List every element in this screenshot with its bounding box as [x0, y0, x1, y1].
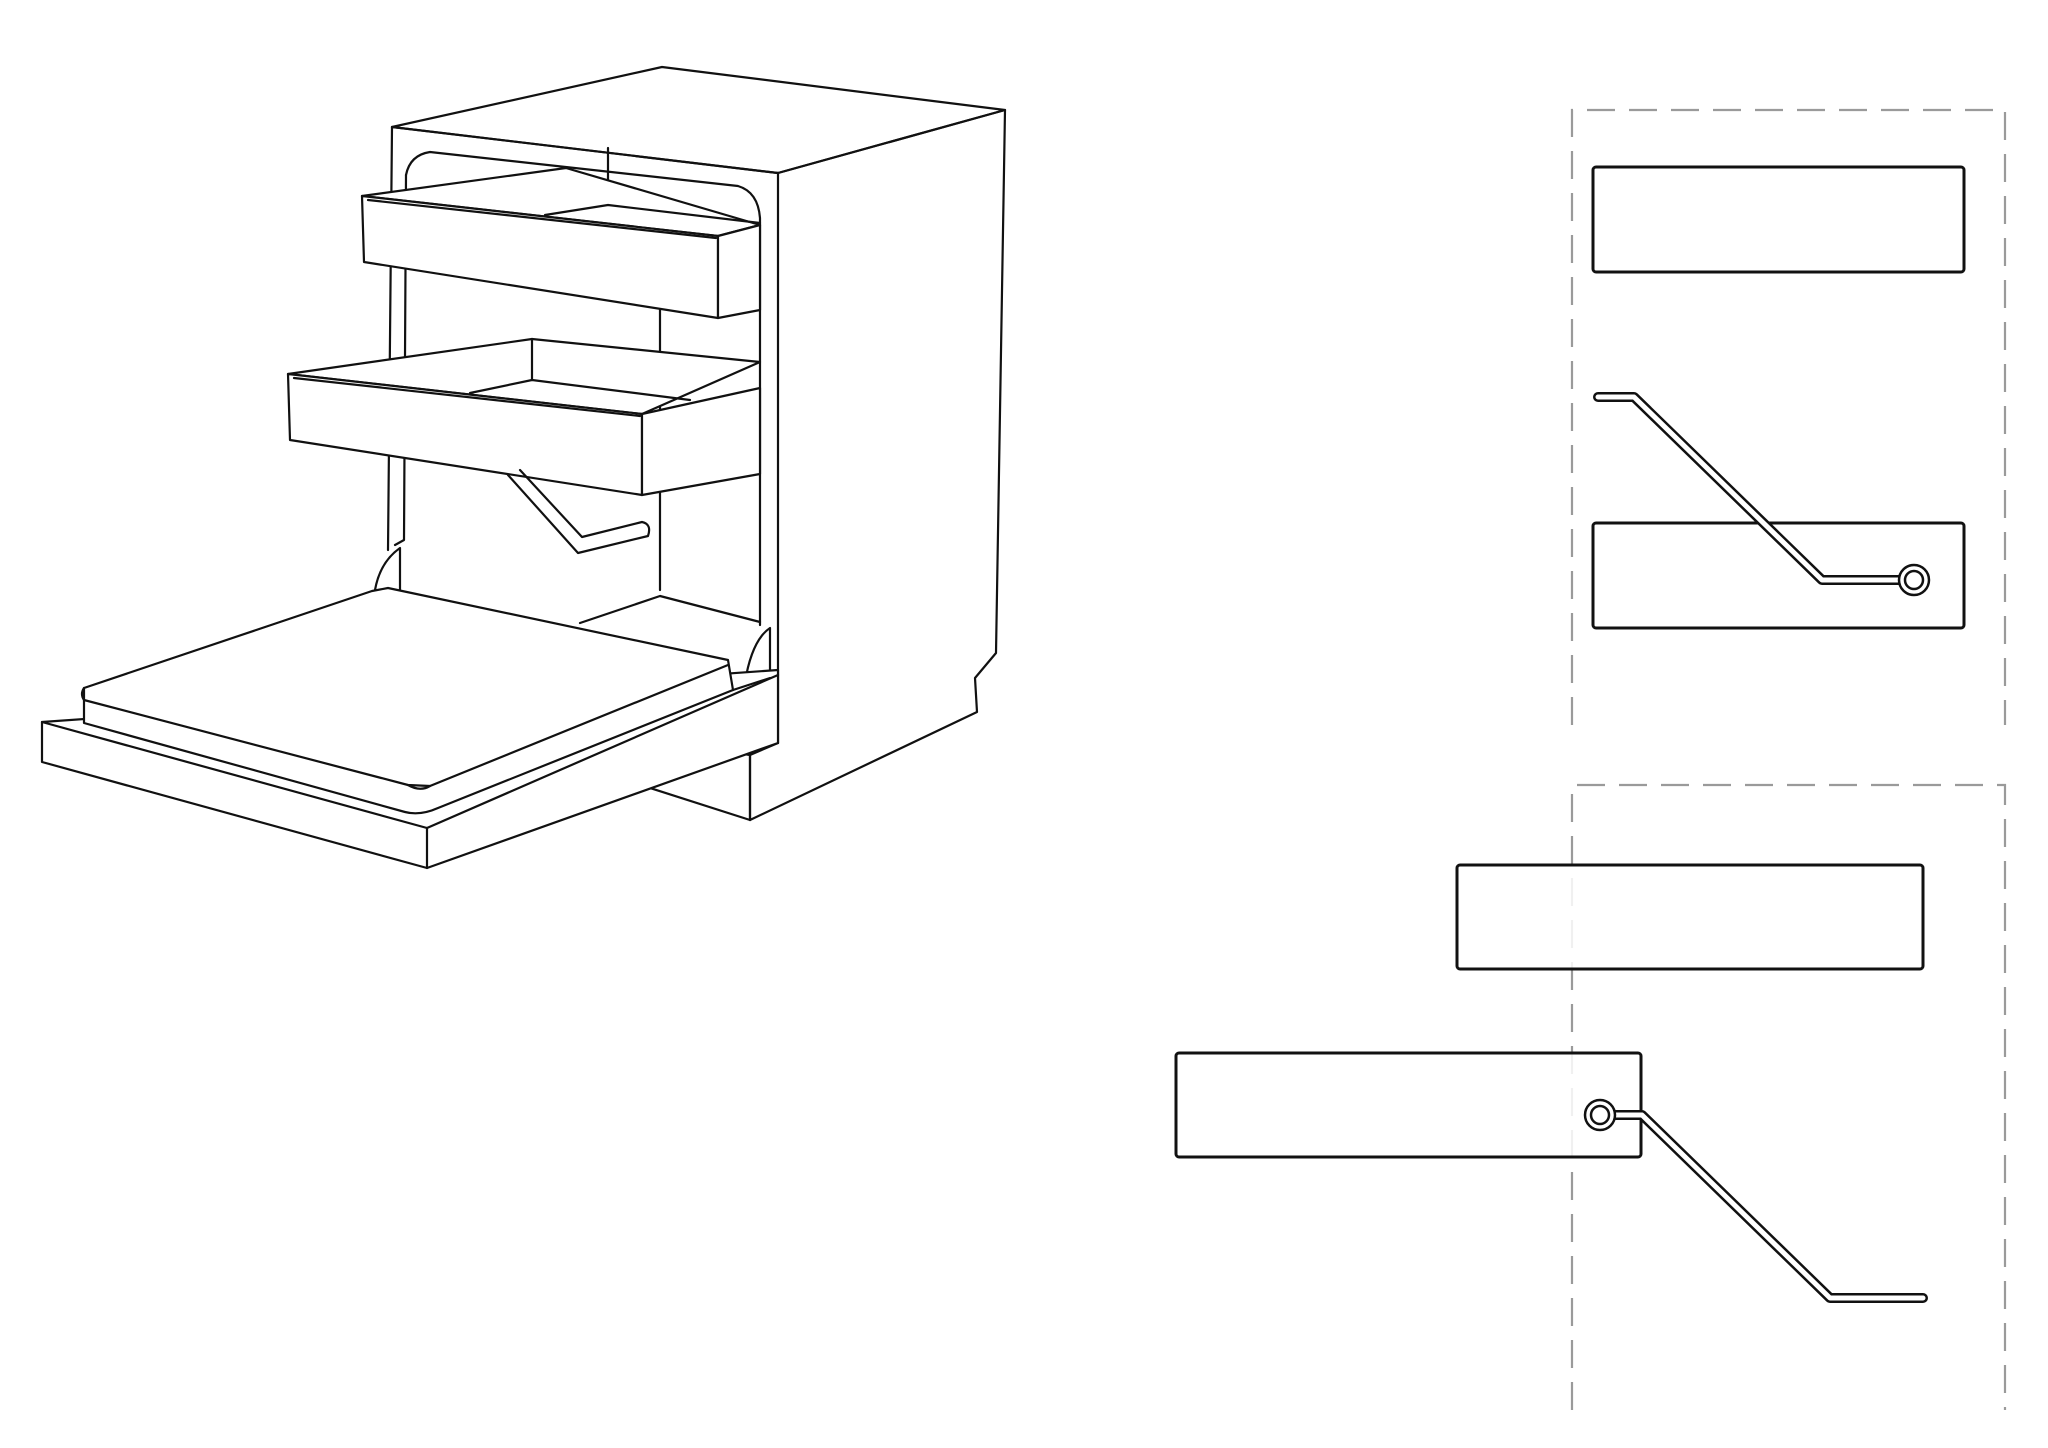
rack-lift-arm — [506, 468, 651, 555]
mechanism-retracted-view — [1570, 108, 2007, 725]
pivot-joint-extended — [1583, 1098, 1617, 1132]
upper-rack-block-extended — [1455, 863, 1925, 971]
lift-arm-extended — [1595, 1110, 1928, 1303]
open-door — [40, 586, 780, 870]
guide-outline-top — [1570, 108, 2007, 725]
dishwasher-isometric-view — [40, 65, 1007, 870]
lift-arm-retracted — [1593, 392, 1919, 585]
middle-rack — [286, 337, 762, 497]
lower-rack-block-extended — [1174, 1051, 1643, 1159]
pivot-joint-retracted — [1897, 563, 1931, 597]
upper-rack — [360, 166, 762, 320]
upper-rack-block — [1591, 165, 1966, 274]
mechanism-extended-view — [1174, 783, 2007, 1410]
